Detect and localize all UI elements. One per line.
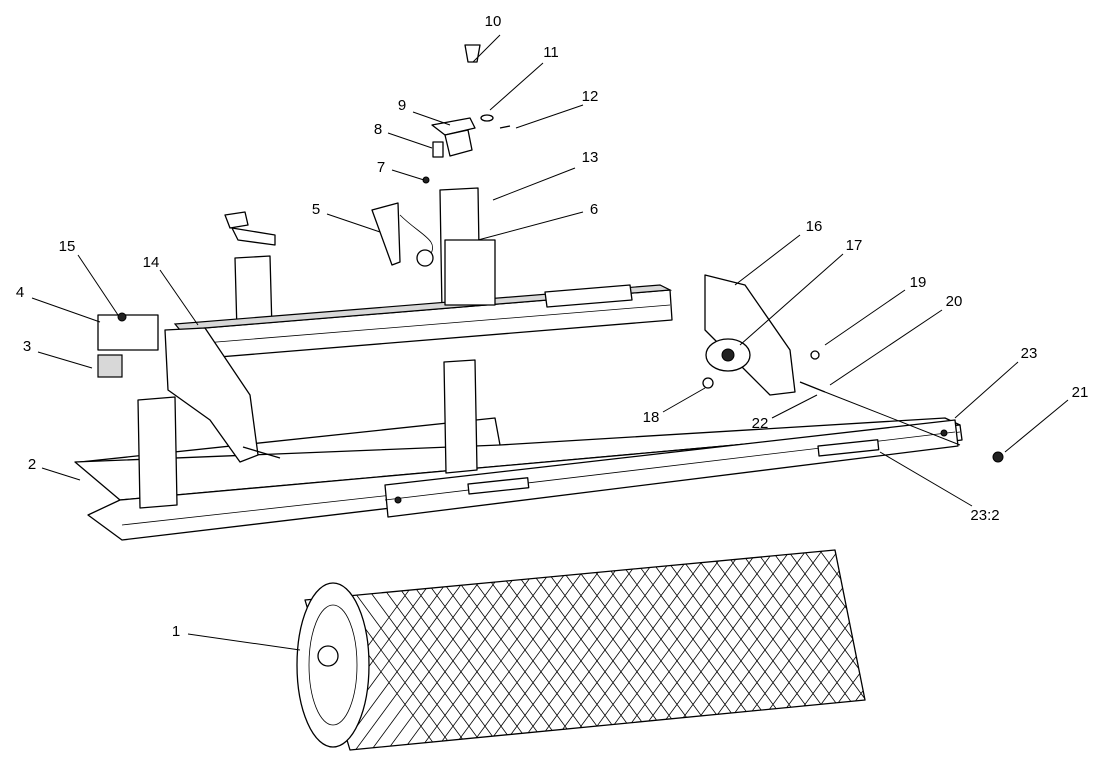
callout-label: 5 <box>312 201 320 218</box>
leader-line <box>159 269 199 326</box>
leader-line <box>515 104 584 129</box>
leader-line <box>954 361 1019 419</box>
callout-label: 4 <box>16 284 24 301</box>
callout-label: 17 <box>846 237 863 254</box>
roller-wire <box>849 550 865 750</box>
leader-line <box>77 254 119 316</box>
roller-wire <box>497 550 649 750</box>
callout-label: 12 <box>582 88 599 105</box>
leader-line <box>31 297 101 323</box>
roller-wire <box>833 550 865 750</box>
leader-line <box>187 633 301 651</box>
roller-wire <box>529 550 681 750</box>
leader-line <box>391 169 425 181</box>
callout-label: 9 <box>398 97 406 114</box>
callout-label: 21 <box>1072 384 1089 401</box>
main-beam-part <box>173 284 673 361</box>
roller-wire <box>401 550 553 750</box>
roller-wire <box>385 550 537 750</box>
roller-wire <box>545 550 697 750</box>
leader-line <box>326 213 381 233</box>
leader-line <box>1004 399 1069 453</box>
leader-line <box>387 132 433 149</box>
roller-wire <box>481 550 633 750</box>
roller-wire <box>513 550 665 750</box>
callout-label: 16 <box>806 218 823 235</box>
callout-label: 23 <box>1021 345 1038 362</box>
callout-label: 13 <box>582 149 599 166</box>
left-side-plate-part <box>97 312 281 463</box>
callout-label: 22 <box>752 415 769 432</box>
roller-wire <box>417 550 569 750</box>
leader-line <box>492 167 576 201</box>
jack-parts <box>224 44 511 306</box>
leader-line <box>879 451 973 507</box>
roller-wire <box>801 550 865 750</box>
roller-wire <box>609 550 761 750</box>
roller-wire <box>449 550 601 750</box>
roller-wire <box>625 550 777 750</box>
leader-line <box>412 111 451 126</box>
callout-label: 8 <box>374 121 382 138</box>
leader-line <box>734 234 801 286</box>
leader-line <box>739 253 844 346</box>
callout-label: 15 <box>59 238 76 255</box>
leader-line <box>477 211 584 241</box>
leader-line <box>771 394 818 419</box>
roller-wire <box>577 550 729 750</box>
roller-wire <box>849 550 865 750</box>
callout-label: 20 <box>946 293 963 310</box>
callout-label: 14 <box>143 254 160 271</box>
callout-label: 7 <box>377 159 385 176</box>
roller-wire <box>561 550 713 750</box>
leader-line <box>41 467 81 481</box>
roller-wire <box>641 550 793 750</box>
roller-wire <box>433 550 585 750</box>
roller-part <box>296 549 866 751</box>
callout-label: 23:2 <box>970 507 999 524</box>
roller-wire <box>465 550 617 750</box>
callout-label: 6 <box>590 201 598 218</box>
leader-line <box>824 289 906 346</box>
extension-rail-part <box>384 419 959 518</box>
leader-line <box>37 351 93 369</box>
callout-label: 2 <box>28 456 36 473</box>
callout-label: 19 <box>910 274 927 291</box>
callout-label: 10 <box>485 13 502 30</box>
leader-line <box>829 309 943 386</box>
roller-wire <box>593 550 745 750</box>
callout-label: 3 <box>23 338 31 355</box>
callout-label: 18 <box>643 409 660 426</box>
roller-wire <box>833 550 865 750</box>
leader-line <box>489 62 544 111</box>
leader-line <box>472 34 501 63</box>
leader-line <box>662 387 706 413</box>
callout-label: 1 <box>172 623 180 640</box>
right-side-plate-part <box>702 274 1004 463</box>
callout-label: 11 <box>543 44 559 61</box>
